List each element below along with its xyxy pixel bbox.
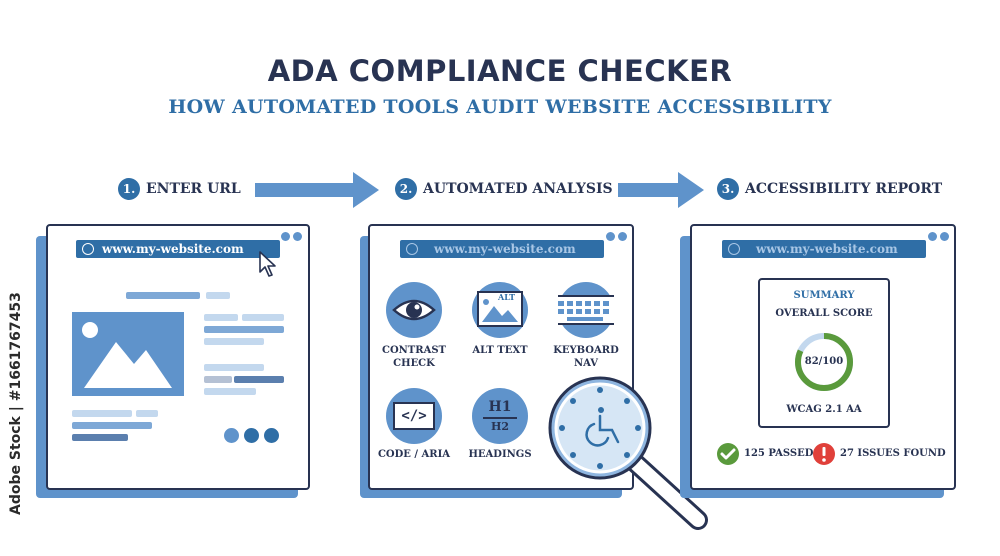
passed-count: 125 PASSED [744, 448, 814, 459]
text-line [204, 326, 284, 333]
window-dot [940, 232, 949, 241]
step-2-header: 2. AUTOMATED ANALYSIS [395, 178, 613, 200]
headings-icon: H1 H2 [472, 388, 528, 444]
text-line [234, 376, 284, 383]
text-line [204, 364, 264, 371]
warning-circle-icon [813, 443, 835, 465]
summary-card: SUMMARY OVERALL SCORE 82/100 WCAG 2.1 AA [758, 278, 890, 428]
code-icon: </> [386, 388, 442, 444]
score-arc [795, 333, 853, 391]
text-line [72, 434, 128, 441]
browser-window-enter-url: www.my-website.com [46, 224, 310, 490]
url-input[interactable]: www.my-website.com [722, 240, 926, 258]
issues-count: 27 ISSUES FOUND [840, 448, 946, 459]
window-dot [606, 232, 615, 241]
url-input[interactable]: www.my-website.com [400, 240, 604, 258]
alt-badge: ALT [498, 292, 516, 302]
contrast-check-icon [386, 282, 442, 338]
carousel-dot[interactable] [264, 428, 279, 443]
window-dot [281, 232, 290, 241]
keyboard-nav-label: KEYBOARD NAV [553, 345, 619, 369]
window-dot [618, 232, 627, 241]
page-title: ADA COMPLIANCE CHECKER [267, 54, 733, 88]
magnifying-glass-icon [548, 376, 708, 530]
alt-text-icon [472, 282, 528, 338]
step-2-label: AUTOMATED ANALYSIS [423, 181, 613, 197]
globe-icon [728, 243, 740, 255]
text-line [204, 338, 264, 345]
score-ring [795, 333, 853, 391]
text-line [206, 292, 230, 299]
contrast-check-label: CONTRAST CHECK [382, 345, 446, 369]
cursor-icon [259, 251, 276, 277]
code-aria-label: CODE / ARIA [377, 449, 451, 460]
globe-icon [406, 243, 418, 255]
keyboard-icon [551, 282, 621, 338]
url-input[interactable]: www.my-website.com [76, 240, 280, 258]
browser-window-report: www.my-website.com SUMMARY OVERALL SCORE… [690, 224, 956, 490]
text-line [136, 410, 158, 417]
stock-id-watermark: Adobe Stock | #1661767453 [8, 292, 24, 515]
score-value: 82/100 [804, 356, 844, 367]
text-line [72, 422, 152, 429]
image-placeholder [72, 312, 184, 396]
page-subtitle: HOW AUTOMATED TOOLS AUDIT WEBSITE ACCESS… [168, 96, 832, 118]
wcag-standard: WCAG 2.1 AA [786, 404, 862, 415]
text-line [242, 314, 284, 321]
url-text: www.my-website.com [756, 242, 898, 256]
globe-icon [82, 243, 94, 255]
wheelchair-icon [585, 407, 620, 447]
check-circle-icon [717, 443, 739, 465]
overall-score-label: OVERALL SCORE [775, 308, 873, 319]
url-text: www.my-website.com [102, 242, 244, 256]
step-3-label: ACCESSIBILITY REPORT [745, 181, 943, 197]
window-dot [293, 232, 302, 241]
headings-label: HEADINGS [468, 449, 532, 460]
step-1-label: ENTER URL [146, 181, 241, 197]
url-text: www.my-website.com [434, 242, 576, 256]
arrow-right-icon [255, 172, 379, 208]
alt-text-label: ALT TEXT [472, 345, 528, 356]
step-1-header: 1. ENTER URL [118, 178, 241, 200]
window-dot [928, 232, 937, 241]
text-line [204, 376, 232, 383]
arrow-right-icon [618, 172, 704, 208]
text-line [72, 410, 132, 417]
step-2-number: 2. [395, 178, 417, 200]
carousel-dot[interactable] [244, 428, 259, 443]
summary-label: SUMMARY [793, 290, 855, 301]
text-line [204, 388, 256, 395]
carousel-dot[interactable] [224, 428, 239, 443]
step-3-header: 3. ACCESSIBILITY REPORT [717, 178, 942, 200]
text-line [126, 292, 200, 299]
image-icon [82, 322, 172, 388]
step-1-number: 1. [118, 178, 140, 200]
text-line [204, 314, 238, 321]
step-3-number: 3. [717, 178, 739, 200]
